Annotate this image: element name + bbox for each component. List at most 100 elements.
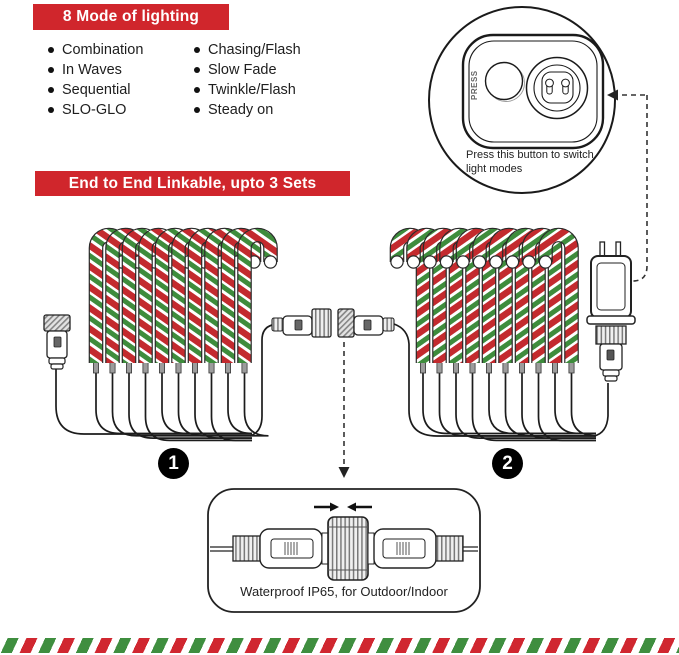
socket-prongs (545, 78, 570, 95)
candy-cane (139, 228, 178, 363)
modes-list-column-2: Chasing/Flash Slow Fade Twinkle/Flash St… (194, 40, 301, 120)
cane-tip (406, 255, 421, 269)
candy-cane (506, 228, 545, 363)
cane-tip (472, 255, 487, 269)
candy-cane-set-2 (389, 227, 596, 442)
candy-cane (539, 228, 578, 363)
left-plug-neck (271, 317, 284, 332)
modes-list-column-1: Combination In Waves Sequential SLO-GLO (48, 40, 143, 120)
set1-left-wire (55, 368, 252, 435)
bullet-icon (194, 107, 200, 113)
power-adapter (586, 241, 636, 382)
left-plug-cap (311, 308, 332, 338)
candy-stripe-border (0, 638, 679, 653)
bullet-icon (48, 67, 54, 73)
arrowhead-down (338, 467, 350, 478)
candy-cane (155, 228, 195, 363)
cane-wire (95, 371, 252, 435)
cane-tip (489, 255, 503, 269)
cane-wire (438, 371, 596, 437)
dashed-pointer-to-inset (607, 89, 648, 282)
mode-button-icon[interactable] (484, 61, 524, 101)
modes-banner: 8 Mode of lighting (33, 4, 229, 30)
press-button-label: PRESS (470, 70, 479, 100)
cane-tip (538, 255, 553, 269)
right-plug-cap (337, 308, 355, 338)
cane-tip (439, 255, 454, 269)
right-plug-neck (382, 317, 395, 332)
controller-inner-line (468, 40, 598, 143)
dashed-pointer-to-detail (338, 342, 350, 478)
mode-item: Slow Fade (194, 60, 301, 80)
bullet-icon (48, 87, 54, 93)
cane-wire (488, 371, 596, 435)
press-button-inset (428, 6, 616, 194)
cane-wire (554, 371, 596, 435)
cane-wire (471, 371, 596, 442)
cane-wire (570, 371, 596, 437)
push-together-arrows (314, 502, 372, 512)
mode-label: Steady on (208, 102, 274, 118)
bullet-icon (194, 47, 200, 53)
detail-ridged-end-right (435, 535, 464, 562)
socket-inner (533, 64, 581, 112)
set-number-badge-2: 2 (492, 448, 523, 479)
detail-coupler (327, 516, 369, 581)
set2-feed-wire (393, 323, 596, 437)
mode-item: Combination (48, 40, 143, 60)
cane-wire (194, 371, 252, 439)
candy-cane (172, 228, 211, 363)
cane-wire (177, 371, 252, 437)
mode-item: Steady on (194, 100, 301, 120)
adapter-flange (586, 315, 636, 325)
mode-item: Sequential (48, 80, 143, 100)
candy-cane (205, 228, 244, 363)
candy-cane (522, 228, 562, 363)
adapter-coupler (595, 325, 627, 345)
mode-label: Twinkle/Flash (208, 82, 296, 98)
candy-cane (221, 228, 261, 363)
wire-runs (55, 323, 609, 437)
candy-cane (89, 228, 129, 363)
mode-item: SLO-GLO (48, 100, 143, 120)
arrowhead-left (607, 89, 618, 101)
candy-cane (456, 228, 496, 363)
set2-riser-wire (593, 383, 609, 437)
candy-cane (238, 228, 277, 363)
cane-wire (161, 371, 252, 435)
mode-item: Chasing/Flash (194, 40, 301, 60)
linkable-connector-pair (271, 308, 395, 338)
cane-tip (505, 255, 520, 269)
bullet-icon (48, 47, 54, 53)
cane-wire (128, 371, 252, 439)
mode-item: In Waves (48, 60, 143, 80)
mode-label: In Waves (62, 62, 122, 78)
cane-wire (111, 371, 252, 437)
waterproof-caption: Waterproof IP65, for Outdoor/Indoor (240, 584, 448, 599)
inset-caption: Press this button to switch light modes (466, 149, 594, 176)
cane-tip (263, 255, 278, 269)
set1-riser-wire (249, 324, 273, 437)
cane-wire (227, 371, 253, 435)
cane-wire (243, 371, 269, 437)
candy-cane (423, 228, 463, 363)
socket-outer (525, 56, 589, 120)
candy-cane (473, 228, 512, 363)
bullet-icon (194, 67, 200, 73)
detail-ridged-end-left (232, 535, 261, 562)
cane-wire (210, 371, 252, 442)
detail-window-left (270, 538, 314, 559)
linkable-banner: End to End Linkable, upto 3 Sets (35, 171, 350, 196)
adapter-face (596, 262, 626, 311)
candy-cane (188, 228, 228, 363)
cane-tip (390, 255, 404, 269)
cane-wire (504, 371, 596, 437)
waterproof-detail-box (207, 488, 481, 613)
mode-item: Twinkle/Flash (194, 80, 301, 100)
bullet-icon (194, 87, 200, 93)
end-cap-connector (43, 314, 71, 370)
candy-cane-set-1 (88, 227, 278, 442)
cane-tip (456, 255, 470, 269)
cane-tip (423, 255, 437, 269)
